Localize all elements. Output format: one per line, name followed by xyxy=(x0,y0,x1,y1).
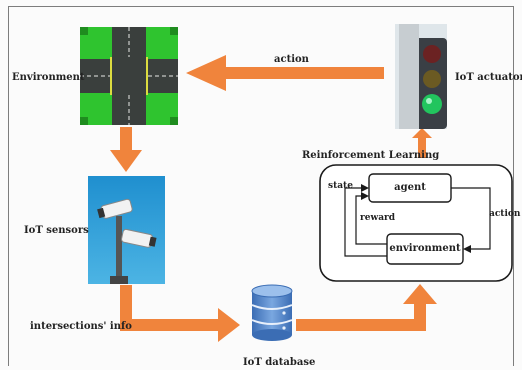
action-label: action xyxy=(274,54,309,65)
rl-loop-container xyxy=(319,164,513,282)
security-camera-icon xyxy=(88,176,165,284)
environment-label: Environment xyxy=(12,72,85,83)
traffic-light-image xyxy=(395,24,447,129)
frame-top-border xyxy=(8,6,514,7)
traffic-light-icon xyxy=(395,24,447,129)
iot-database-image xyxy=(248,283,296,341)
rl-state-line xyxy=(344,187,387,257)
arrow-env-to-sensors xyxy=(110,127,142,172)
frame-right-border xyxy=(513,6,514,366)
iot-sensors-label: IoT sensors xyxy=(24,225,89,236)
frame-left-border xyxy=(8,6,9,366)
rl-action-line xyxy=(451,187,491,250)
intersection-image xyxy=(80,27,178,125)
arrow-rl-to-actuator xyxy=(412,128,432,158)
intersections-info-label: intersections' info xyxy=(30,321,132,332)
rl-action-label: action xyxy=(489,209,521,219)
arrow-database-to-rl xyxy=(296,284,437,331)
iot-sensor-camera-image xyxy=(88,176,165,284)
rl-reward-label: reward xyxy=(360,213,396,223)
rl-agent-label: agent xyxy=(394,182,426,193)
iot-actuator-label: IoT actuator xyxy=(455,72,522,83)
reinforcement-learning-label: Reinforcement Learning xyxy=(302,150,440,161)
rl-state-label: state xyxy=(328,181,353,191)
intersection-map-icon xyxy=(80,27,178,125)
arrow-action xyxy=(186,55,384,91)
database-icon xyxy=(251,284,293,341)
iot-database-label: IoT database xyxy=(243,357,316,368)
arrow-sensors-to-database xyxy=(120,285,240,342)
rl-reward-line xyxy=(355,195,387,245)
rl-environment-label: environment xyxy=(389,243,461,254)
